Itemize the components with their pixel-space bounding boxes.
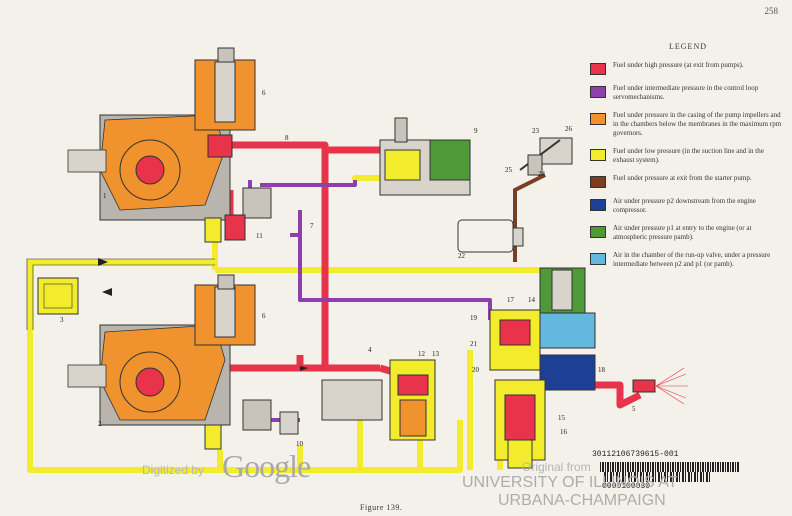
legend-item-run-up-valve: Air in the chamber of the run-up valve, … [590, 251, 786, 269]
callout-8: 8 [285, 134, 289, 142]
starter-pump-line [513, 173, 546, 262]
legend-swatch [590, 226, 606, 238]
callout-17: 17 [507, 296, 515, 304]
legend-swatch [590, 176, 606, 188]
regulator-14-21 [489, 267, 596, 469]
barcode [600, 462, 740, 472]
legend-item-starter-pump: Fuel under pressure at exit from the sta… [590, 174, 786, 188]
legend-swatch [590, 113, 606, 125]
legend-text: Air under pressure p1 at entry to the en… [613, 224, 752, 241]
central-valve-12-13 [321, 359, 436, 441]
legend-text: Fuel under intermediate pressure in the … [613, 84, 759, 101]
callout-10: 10 [296, 440, 304, 448]
legend-item-air-p2: Air under pressure p2 downstream from th… [590, 197, 786, 215]
callout-21: 21 [470, 340, 478, 348]
callout-5: 5 [632, 405, 636, 413]
callout-7: 7 [310, 222, 314, 230]
lower-pump-assembly [67, 274, 299, 450]
callout-6-lower: 6 [262, 312, 266, 320]
legend-item-high-pressure: Fuel under high pressure (at exit from p… [590, 61, 786, 75]
university-text: UNIVERSITY OF ILLINOIS AT [462, 474, 678, 491]
google-watermark: Google [222, 448, 311, 484]
callout-19: 19 [470, 314, 478, 322]
legend-text: Air in the chamber of the run-up valve, … [613, 251, 771, 268]
legend-text: Fuel under pressure at exit from the sta… [613, 174, 752, 182]
upper-pump-assembly [67, 47, 272, 243]
original-from-text: Original from [522, 460, 591, 474]
yellow-pipe-outline [26, 258, 215, 330]
barcode-secondary [604, 472, 710, 482]
legend-swatch [590, 149, 606, 161]
switch-23-26 [519, 137, 573, 176]
callout-2: 2 [98, 420, 102, 428]
legend: LEGEND Fuel under high pressure (at exit… [590, 42, 786, 278]
injector-5 [632, 367, 688, 405]
callout-25: 25 [505, 166, 513, 174]
legend-item-low-pressure: Fuel under low pressure (in the suction … [590, 147, 786, 165]
digitized-by-text: Digitized by [142, 463, 205, 477]
legend-text: Fuel under low pressure (in the suction … [613, 147, 764, 164]
callout-24: 24 [538, 170, 546, 178]
callout-3: 3 [60, 316, 64, 324]
legend-item-intermediate-pressure: Fuel under intermediate pressure in the … [590, 84, 786, 102]
legend-item-casing-pressure: Fuel under pressure in the casing of the… [590, 111, 786, 138]
legend-text: Fuel under pressure in the casing of the… [613, 111, 782, 137]
intermediate-pressure-lines [243, 180, 525, 422]
legend-swatch [590, 253, 606, 265]
page-number: 258 [764, 6, 779, 16]
legend-swatch [590, 199, 606, 211]
callout-11: 11 [256, 232, 263, 240]
barcode-number-secondary: 0000100030 [602, 482, 651, 491]
figure-caption: Figure 139. [360, 503, 403, 512]
legend-swatch [590, 86, 606, 98]
legend-item-air-p1: Air under pressure p1 at entry to the en… [590, 224, 786, 242]
legend-text: Fuel under high pressure (at exit from p… [613, 61, 744, 69]
callout-1: 1 [103, 192, 107, 200]
callout-12: 12 [418, 350, 426, 358]
callout-9: 9 [474, 127, 478, 135]
callout-14: 14 [528, 296, 536, 304]
legend-title: LEGEND [669, 42, 707, 51]
callout-18: 18 [598, 366, 606, 374]
urbana-text: URBANA-CHAMPAIGN [498, 492, 666, 509]
callout-4: 4 [368, 346, 372, 354]
callout-16: 16 [560, 428, 568, 436]
callout-6-upper: 6 [262, 89, 266, 97]
flow-arrows [98, 258, 308, 371]
callout-26: 26 [565, 125, 573, 133]
callout-labels: 1 2 3 4 5 6 6 7 8 9 10 11 12 13 14 15 16… [60, 89, 636, 448]
callout-13: 13 [432, 350, 440, 358]
callout-22: 22 [458, 252, 466, 260]
callout-23: 23 [532, 127, 540, 135]
legend-text: Air under pressure p2 downstream from th… [613, 197, 756, 214]
starter-unit-22 [457, 219, 524, 253]
filter-3 [37, 277, 79, 315]
callout-15: 15 [558, 414, 566, 422]
valve-9 [379, 117, 471, 196]
callout-20: 20 [472, 366, 480, 374]
legend-swatch [590, 63, 606, 75]
barcode-number: 30112106739615-001 [592, 450, 679, 459]
